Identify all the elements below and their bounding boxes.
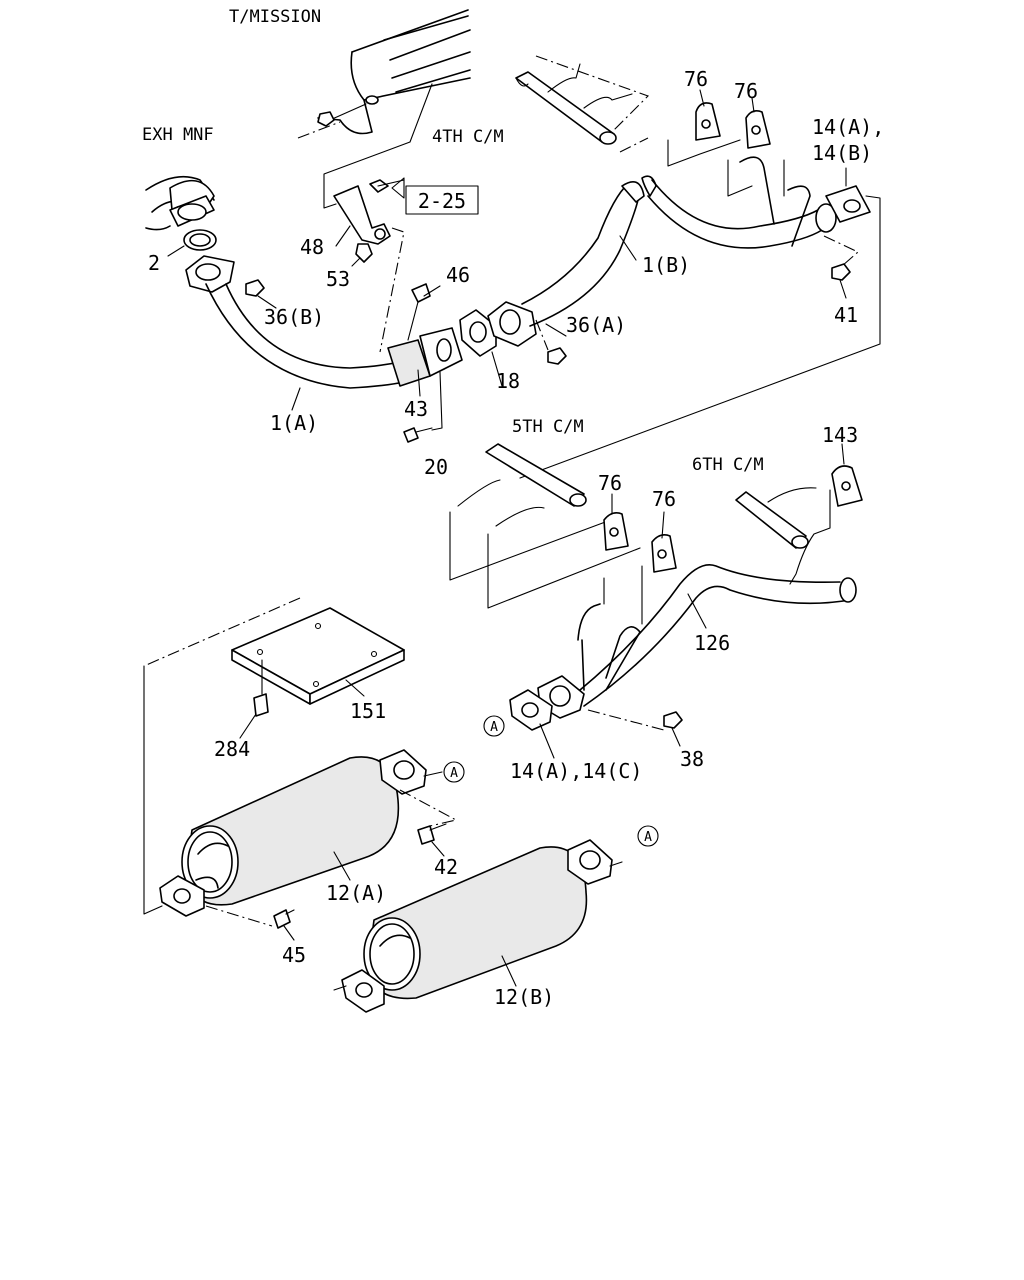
- svg-text:A: A: [450, 766, 458, 781]
- hanger-76-top-left: [695, 102, 721, 141]
- nut-41: [831, 263, 851, 281]
- part-label-45: 45: [282, 943, 306, 967]
- part-label-76-mid-right: 76: [652, 487, 676, 511]
- crossmember-4th-label: 4TH C/M: [432, 127, 504, 147]
- part-label-14ab-line1: 14(A),: [812, 115, 884, 139]
- svg-text:A: A: [490, 720, 498, 735]
- part-label-12b: 12(B): [494, 985, 554, 1009]
- part-label-42: 42: [434, 855, 458, 879]
- connector-marker-a-2: A: [483, 715, 505, 737]
- crossmember-6th: [735, 487, 817, 549]
- part-label-43: 43: [404, 397, 428, 421]
- part-label-76-top-left: 76: [684, 67, 708, 91]
- nut-36a: [547, 347, 567, 365]
- crossmember-6th-label: 6TH C/M: [692, 455, 764, 475]
- part-label-53: 53: [326, 267, 350, 291]
- exhaust-manifold-label: EXH MNF: [142, 125, 214, 145]
- part-label-36b: 36(B): [264, 305, 324, 329]
- gasket-14ac: [509, 689, 553, 731]
- transmission-label: T/MISSION: [229, 7, 321, 27]
- part-label-14ab-line2: 14(B): [812, 141, 872, 165]
- part-label-14ac: 14(A),14(C): [510, 759, 642, 783]
- part-label-12a: 12(A): [326, 881, 386, 905]
- part-label-143: 143: [822, 423, 858, 447]
- hanger-76-top-right: [745, 110, 771, 149]
- part-label-151: 151: [350, 699, 386, 723]
- part-label-2: 2: [148, 251, 160, 275]
- exhaust-manifold-drawing: [145, 175, 215, 231]
- part-label-46: 46: [446, 263, 470, 287]
- hanger-76-mid-left: [603, 512, 629, 551]
- part-label-18: 18: [496, 369, 520, 393]
- heat-shield-151: [231, 607, 405, 705]
- svg-text:2-25: 2-25: [418, 189, 466, 213]
- intermediate-pipe-1b: [487, 175, 871, 347]
- bolt-45: [273, 909, 295, 929]
- bolt-284: [253, 659, 269, 717]
- bracket-48: [333, 179, 405, 263]
- part-label-1a: 1(A): [270, 411, 318, 435]
- part-label-284: 284: [214, 737, 250, 761]
- connector-marker-a-1: A: [443, 761, 465, 783]
- hanger-76-mid-right: [651, 534, 677, 573]
- hanger-143: [831, 465, 863, 507]
- svg-text:A: A: [644, 830, 652, 845]
- muffler-12a: [159, 749, 427, 917]
- gasket-18: [459, 309, 497, 357]
- transmission-drawing: [317, 9, 471, 135]
- muffler-12b: [333, 839, 623, 1013]
- part-label-126: 126: [694, 631, 730, 655]
- crossmember-5th-label: 5TH C/M: [512, 417, 584, 437]
- part-label-38: 38: [680, 747, 704, 771]
- part-label-20: 20: [424, 455, 448, 479]
- nut-38: [663, 711, 683, 729]
- part-label-48: 48: [300, 235, 324, 259]
- part-label-76-mid-left: 76: [598, 471, 622, 495]
- connector-marker-a-3: A: [637, 825, 659, 847]
- part-label-36a: 36(A): [566, 313, 626, 337]
- bolt-46: [407, 283, 431, 341]
- front-pipe-1a: [183, 229, 463, 389]
- part-label-76-top-right: 76: [734, 79, 758, 103]
- bolt-42: [417, 823, 447, 845]
- part-label-41: 41: [834, 303, 858, 327]
- nut-36b: [245, 279, 265, 297]
- crossmember-5th: [457, 443, 587, 527]
- leader-lines: [167, 89, 847, 987]
- part-label-1b: 1(B): [642, 253, 690, 277]
- bolt-20: [403, 427, 433, 443]
- crossmember-4th: [515, 63, 633, 145]
- reference-box-2-25: 2-25: [391, 177, 479, 215]
